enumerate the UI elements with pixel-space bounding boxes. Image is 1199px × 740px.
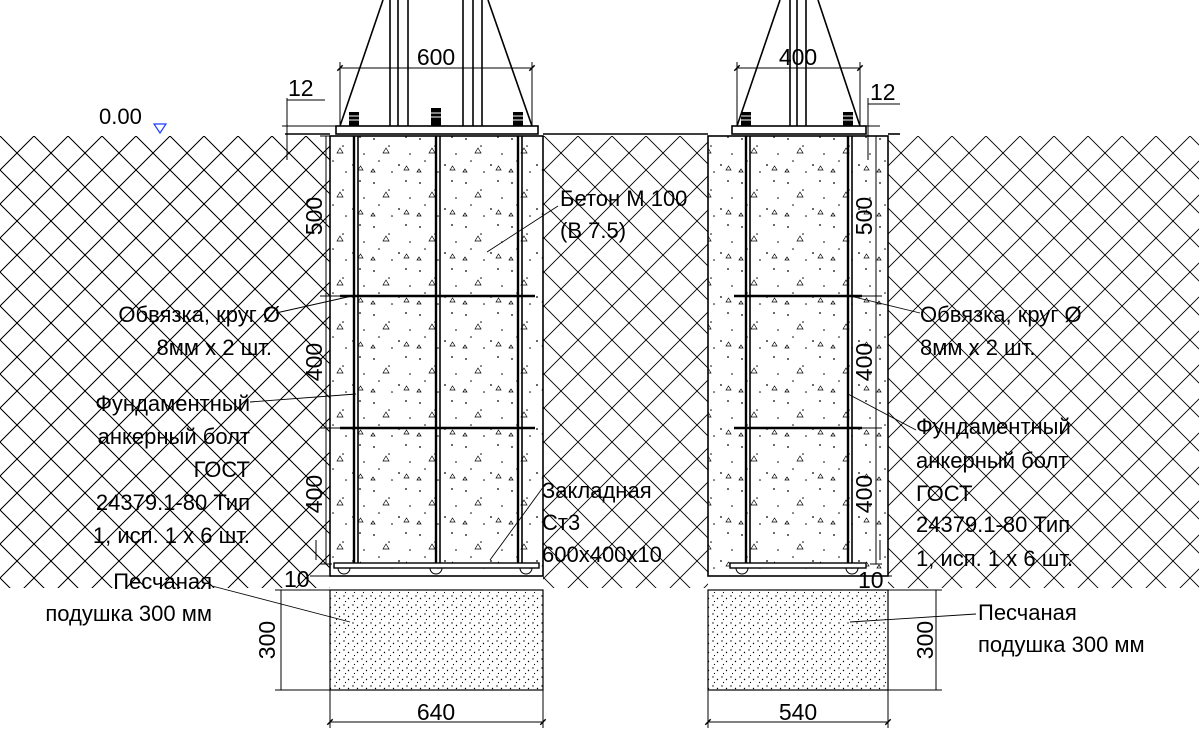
left-sand-height-dim: 300 — [254, 589, 330, 691]
concrete-label-line-2: (В 7.5) — [560, 218, 626, 243]
sand-right-label-line-2: подушка 300 мм — [978, 632, 1145, 657]
anchor-left-label-line-4: 24379.1-80 Тип — [96, 490, 250, 515]
anchor-right-label-line-1: Фундаментный — [916, 414, 1071, 439]
right-sand-height-label: 300 — [912, 621, 938, 659]
left-rebar-cage — [340, 136, 535, 564]
anchor-left-label-line-5: 1, исп. 1 х 6 шт. — [93, 523, 250, 548]
embedded-label-line-3: 600х400х10 — [542, 542, 662, 567]
tie-left-label-line-2: 8мм х 2 шт. — [157, 335, 272, 360]
right-embedded-plate — [729, 562, 867, 575]
left-plate-thickness-label: 12 — [288, 75, 314, 101]
right-top-width-label: 400 — [779, 44, 817, 70]
sand-right-label-line-1: Песчаная — [978, 600, 1077, 625]
tie-right-callout: Обвязка, круг Ø 8мм х 2 шт. — [849, 295, 1082, 360]
anchor-left-label-line-3: ГОСТ — [194, 457, 250, 482]
left-gap-label: 10 — [284, 566, 310, 592]
left-zone-2-label: 400 — [301, 343, 327, 381]
left-bottom-width-label: 640 — [417, 699, 455, 725]
anchor-right-label-line-4: 24379.1-80 Тип — [916, 512, 1070, 537]
tie-right-label-line-1: Обвязка, круг Ø — [920, 302, 1082, 327]
embedded-callout: Закладная Ст3 600х400х10 — [489, 478, 662, 567]
right-sand-height-dim: 300 — [888, 589, 942, 691]
elevation-mark: 0.00 — [99, 104, 168, 135]
right-foundation: 400 12 500 400 400 10 300 — [704, 0, 942, 728]
anchor-right-label-line-5: 1, исп. 1 х 6 шт. — [916, 546, 1073, 571]
left-zone-3-label: 400 — [301, 475, 327, 513]
right-sand-cushion — [707, 589, 889, 691]
right-zone-2-label: 400 — [851, 343, 877, 381]
left-pole-frame — [335, 0, 539, 135]
embedded-label-line-1: Закладная — [542, 478, 652, 503]
tie-right-label-line-2: 8мм х 2 шт. — [920, 335, 1035, 360]
right-concrete-block — [707, 135, 889, 577]
left-zone-1-label: 500 — [301, 197, 327, 235]
embedded-label-line-2: Ст3 — [542, 510, 580, 535]
elevation-label: 0.00 — [99, 104, 142, 129]
left-sand-cushion — [329, 589, 544, 691]
left-foundation: 600 12 500 400 400 10 300 — [254, 0, 547, 728]
tie-left-callout: Обвязка, круг Ø 8мм х 2 шт. — [118, 295, 353, 360]
tie-left-label-line-1: Обвязка, круг Ø — [118, 302, 280, 327]
right-plate-thickness-dim: 12 — [862, 79, 900, 160]
right-vertical-dims: 500 400 400 10 — [840, 135, 892, 593]
left-top-width-label: 600 — [417, 44, 455, 70]
left-sand-height-label: 300 — [254, 621, 280, 659]
left-vertical-dims: 500 400 400 10 — [284, 135, 360, 592]
elevation-triangle-icon — [152, 123, 168, 135]
concrete-callout: Бетон М 100 (В 7.5) — [486, 186, 687, 253]
anchor-left-label-line-2: анкерный болт — [98, 424, 250, 449]
left-plate-thickness-dim: 12 — [282, 75, 336, 160]
right-zone-3-label: 400 — [851, 475, 877, 513]
sand-left-callout: Песчаная подушка 300 мм — [45, 569, 351, 626]
right-pole-frame — [731, 0, 867, 135]
right-zone-1-label: 500 — [851, 197, 877, 235]
sand-left-label-line-1: Песчаная — [113, 569, 212, 594]
sand-right-callout: Песчаная подушка 300 мм — [849, 600, 1145, 657]
left-embedded-plate — [333, 562, 540, 575]
anchor-left-callout: Фундаментный анкерный болт ГОСТ 24379.1-… — [93, 391, 357, 548]
right-bottom-width-label: 540 — [779, 699, 817, 725]
left-bottom-width-dim: 640 — [326, 690, 547, 728]
right-bottom-width-dim: 540 — [704, 690, 892, 728]
concrete-label-line-1: Бетон М 100 — [560, 186, 687, 211]
sand-left-label-line-2: подушка 300 мм — [45, 601, 212, 626]
anchor-right-label-line-3: ГОСТ — [916, 481, 972, 506]
anchor-right-label-line-2: анкерный болт — [916, 448, 1068, 473]
right-top-width-dim: 400 — [733, 44, 864, 126]
left-top-width-dim: 600 — [336, 44, 536, 126]
anchor-left-label-line-1: Фундаментный — [95, 391, 250, 416]
right-plate-thickness-label: 12 — [870, 79, 896, 105]
right-gap-label: 10 — [858, 567, 884, 593]
anchor-right-callout: Фундаментный анкерный болт ГОСТ 24379.1-… — [847, 393, 1073, 571]
